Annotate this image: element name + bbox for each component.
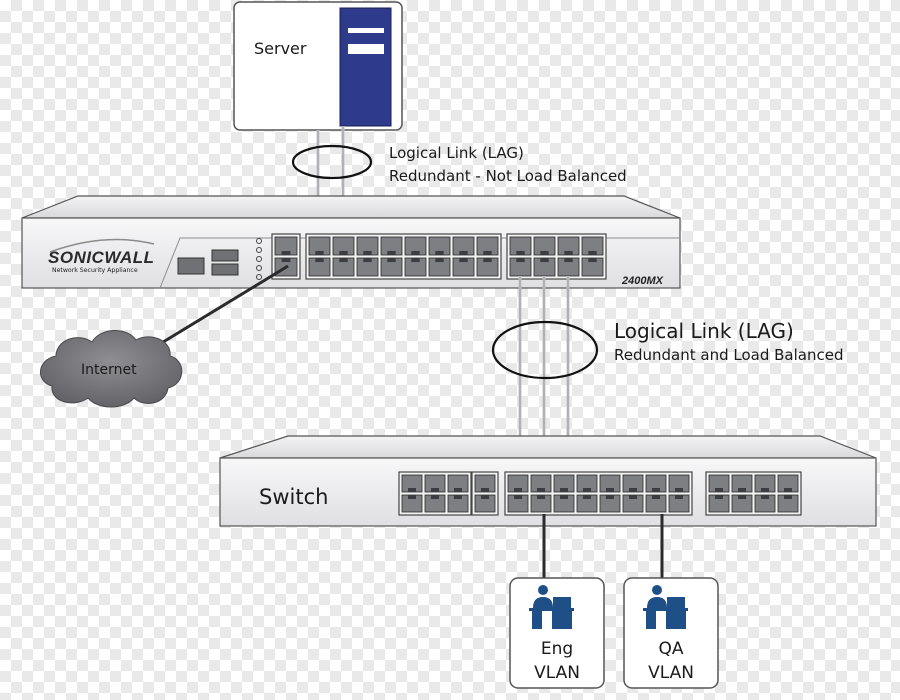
firewall-tagline: Network Security Appliance (52, 267, 138, 274)
vlan-name: Eng (541, 639, 573, 659)
vlan-node-qa: QA VLAN (623, 577, 719, 689)
server-tower-icon (339, 7, 392, 127)
firewall-appliance: SONICWALL Network Security Appliance 240… (21, 195, 681, 289)
server-lag-ring (291, 144, 373, 180)
sfp-port (177, 257, 205, 275)
server-label: Server (254, 39, 307, 58)
qa-workstation-icon (643, 585, 688, 629)
vlan-label: VLAN (534, 663, 580, 683)
port-block (398, 471, 472, 516)
network-switch: Switch (219, 435, 877, 527)
engineer-workstation-icon (529, 585, 574, 629)
vlan-name: QA (658, 639, 683, 659)
server-node: Server (233, 1, 403, 131)
status-leds (256, 238, 262, 280)
vlan-label: VLAN (648, 663, 694, 683)
server-lag-subtitle: Redundant - Not Load Balanced (389, 167, 627, 185)
switch-lag-ring (491, 320, 599, 380)
firewall-model: 2400MX (621, 275, 664, 287)
switch-port-panel (398, 471, 802, 516)
internet-label: Internet (81, 362, 137, 378)
port-block (506, 233, 607, 280)
vlan-node-eng: Eng VLAN (509, 577, 605, 689)
port-block (471, 471, 499, 516)
internet-cloud-icon: Internet (40, 330, 183, 408)
port-block (305, 233, 502, 280)
switch-lag-title: Logical Link (LAG) (614, 319, 794, 343)
port-block (271, 233, 301, 280)
port-block (705, 471, 802, 516)
internet-cable (149, 264, 289, 352)
server-lag-title: Logical Link (LAG) (389, 144, 524, 162)
firewall-port-panel (271, 233, 607, 280)
sfp-port (211, 249, 239, 262)
port-block (504, 471, 693, 516)
sfp-port (211, 263, 239, 276)
firewall-brand-logo: SONICWALL (48, 248, 155, 267)
switch-label: Switch (259, 485, 328, 509)
switch-lag-subtitle: Redundant and Load Balanced (614, 346, 843, 364)
